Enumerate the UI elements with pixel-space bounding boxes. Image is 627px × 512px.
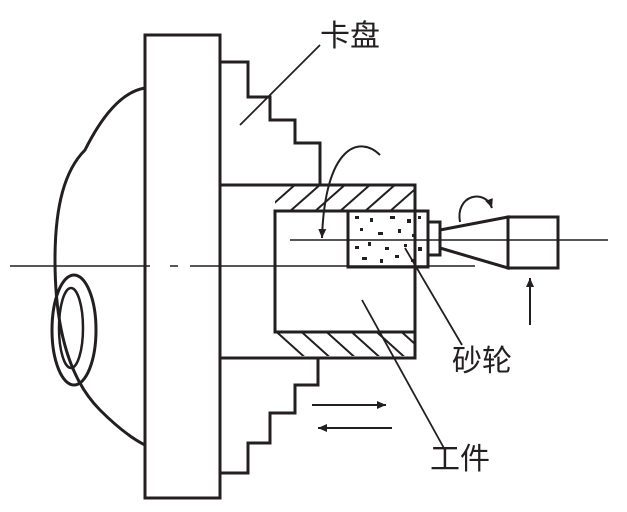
leader-workpiece	[361, 299, 446, 451]
wheel-grit	[355, 216, 422, 263]
wheel-shaft-taper	[439, 215, 510, 271]
workpiece-outline	[218, 183, 417, 360]
spindle-housing	[53, 86, 146, 447]
wheel-arbor	[428, 220, 442, 257]
workpiece-hatch-top	[275, 185, 415, 211]
spindle-shaft-inner	[57, 286, 85, 370]
workpiece-hatch-bottom	[275, 332, 415, 356]
wheel-rotation-arrow	[458, 195, 493, 223]
leader-chuck	[239, 44, 321, 126]
wheel-head	[506, 215, 560, 270]
label-grinding-wheel: 砂轮	[452, 344, 512, 379]
chuck-jaw-lower	[220, 358, 320, 475]
workpiece-rotation-arrow	[318, 145, 381, 239]
chuck-jaw-upper	[220, 60, 322, 185]
grinding-wheel	[346, 209, 430, 269]
spindle-shaft-outer	[50, 273, 98, 387]
label-chuck: 卡盘	[320, 19, 380, 54]
label-workpiece: 工件	[430, 442, 490, 477]
workpiece-bore	[273, 209, 415, 334]
leader-wheel	[404, 247, 463, 346]
